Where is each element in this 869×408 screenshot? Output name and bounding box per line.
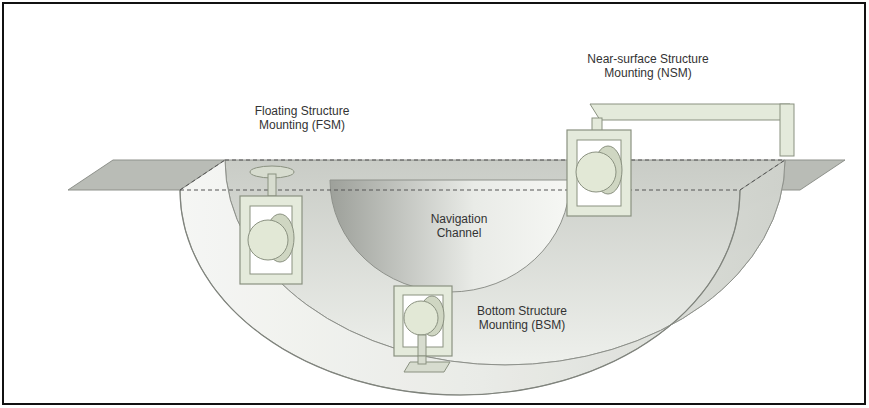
navigation-channel xyxy=(330,180,570,292)
bottom-mount xyxy=(394,286,452,372)
surface-back xyxy=(225,160,785,161)
surface-right xyxy=(740,160,785,190)
frame-border xyxy=(3,3,865,404)
mount-label: Floating Structure Mounting (FSM) xyxy=(243,104,361,133)
river-bed-front xyxy=(180,190,740,395)
surface-front xyxy=(180,190,740,191)
near-surface-mount xyxy=(567,104,794,216)
mount-label: Near-surface Structure Mounting (NSM) xyxy=(578,52,718,81)
channel-label: Navigation Channel xyxy=(424,212,494,241)
mount-label: Bottom Structure Mounting (BSM) xyxy=(470,304,574,333)
floating-mount xyxy=(240,166,302,284)
river-bed-band xyxy=(180,160,785,395)
surface-left xyxy=(180,160,225,190)
